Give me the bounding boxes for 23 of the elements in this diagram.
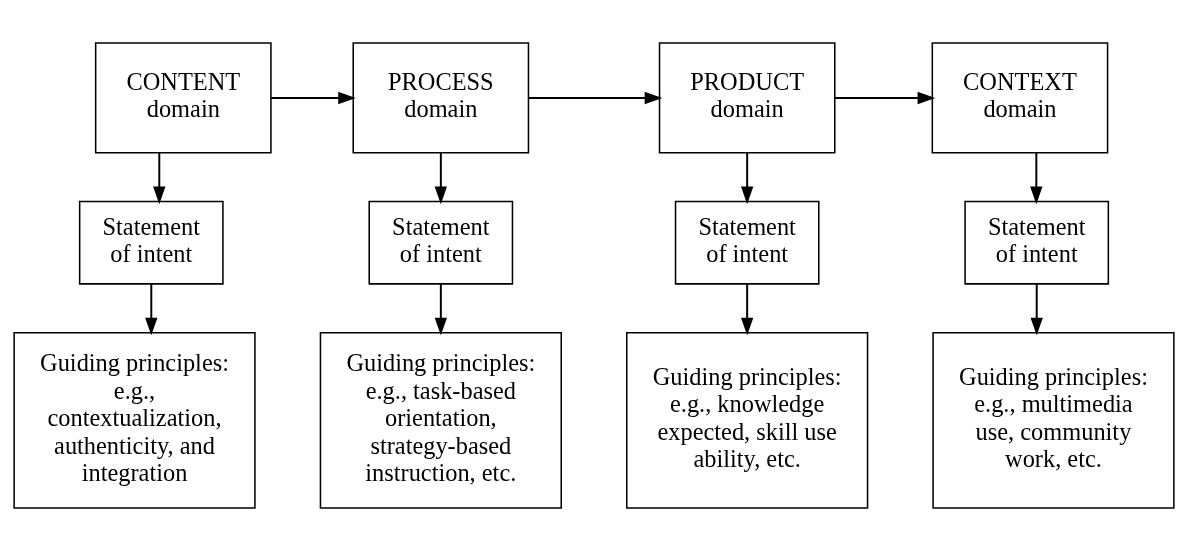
node-box: Statement of intent (964, 200, 1110, 285)
arrow (834, 91, 936, 105)
arrow (527, 91, 663, 105)
node-box: Statement of intent (368, 200, 514, 285)
arrow (434, 152, 448, 205)
node-box: Statement of intent (674, 200, 820, 285)
arrow (145, 282, 158, 336)
node-box: CONTEXT domain (931, 42, 1109, 154)
node-box: Guiding principles: e.g., task-based orientation, strategy-based instruction, etc. (319, 331, 562, 509)
arrow (740, 282, 754, 336)
node-box: CONTENT domain (94, 42, 272, 154)
node-box: Guiding principles: e.g., multimedia use, community work, etc. (932, 331, 1175, 509)
arrow (740, 152, 754, 205)
node-box: Statement of intent (78, 200, 224, 285)
arrow (1030, 282, 1043, 336)
node-box: PROCESS domain (352, 42, 530, 154)
arrow (1030, 152, 1043, 205)
node-box: Guiding principles: e.g., knowledge expected, skill use ability, etc. (626, 331, 869, 509)
arrow (153, 152, 166, 205)
arrow (434, 282, 448, 336)
arrow (270, 91, 356, 105)
node-box: Guiding principles: e.g., contextualization, authenticity, and integration (13, 331, 256, 509)
node-box: PRODUCT domain (658, 42, 836, 154)
